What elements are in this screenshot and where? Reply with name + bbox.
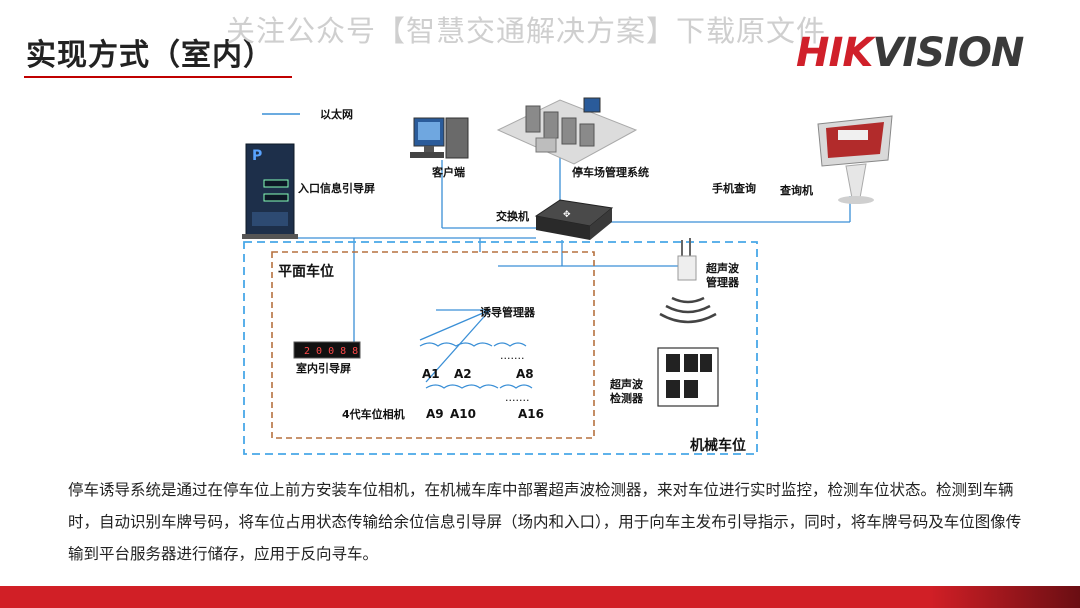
server-room-icon: [496, 97, 638, 165]
switch-icon: ✥: [534, 199, 614, 240]
ultrasonic-manager-label-2: 管理器: [706, 276, 739, 289]
footer-bar: [0, 586, 1080, 608]
mechanical-parking-zone: [243, 241, 758, 455]
wireless-signal-icon: [659, 296, 717, 324]
guidance-manager-label: 诱导管理器: [480, 306, 535, 319]
indoor-screen-icon: 2 0 0 8 8: [293, 341, 361, 359]
space-a1: A1: [422, 367, 440, 381]
svg-text:✥: ✥: [563, 210, 571, 220]
logo-primary: HIK: [796, 30, 873, 76]
parking-camera-row-bottom: [425, 384, 533, 389]
ultrasonic-detector-label-2: 检测器: [610, 392, 643, 405]
entrance-screen-icon: P: [242, 143, 298, 239]
ellipsis-bottom: .......: [505, 391, 530, 404]
network-diagram: P ✥ 2 0 0 8 8: [242, 97, 893, 455]
space-a8: A8: [516, 367, 534, 381]
indoor-screen-label: 室内引导屏: [296, 362, 351, 375]
page-title: 实现方式（室内）: [26, 38, 274, 73]
indoor-screen-digits: 2 0 0 8 8: [304, 346, 358, 357]
parking-camera-row-top: [419, 342, 527, 347]
footer-shade: [930, 586, 1080, 608]
space-a10: A10: [450, 407, 476, 421]
description-text: 停车诱导系统是通过在停车位上前方安装车位相机，在机械车库中部署超声波检测器，来对…: [68, 481, 1022, 563]
flat-parking-label: 平面车位: [278, 264, 334, 280]
space-a9: A9: [426, 407, 444, 421]
camera-label: 4代车位相机: [342, 408, 405, 421]
ultrasonic-manager-icon: [677, 238, 697, 281]
ultrasonic-manager-label-1: 超声波: [706, 262, 739, 275]
space-a2: A2: [454, 367, 472, 381]
space-a16: A16: [518, 407, 544, 421]
client-label: 客户端: [432, 166, 465, 179]
mechanical-parking-label: 机械车位: [690, 438, 746, 454]
switch-label: 交换机: [496, 210, 529, 223]
title-underline: [24, 76, 292, 78]
svg-text:P: P: [252, 148, 262, 164]
ultrasonic-detector-label-1: 超声波: [610, 378, 643, 391]
ultrasonic-detector-icon: [657, 347, 719, 407]
watermark: 关注公众号【智慧交通解决方案】下载原文件: [226, 14, 827, 48]
entrance-screen-label: 入口信息引导屏: [298, 182, 375, 195]
flat-parking-zone: [271, 251, 595, 439]
ellipsis-top: .......: [500, 349, 525, 362]
kiosk-icon: [817, 115, 893, 204]
kiosk-label: 查询机: [780, 184, 813, 197]
hikvision-logo: HIKVISION: [796, 30, 1024, 76]
logo-secondary: VISION: [872, 30, 1024, 76]
parking-system-label: 停车场管理系统: [572, 166, 649, 179]
legend-ethernet-label: 以太网: [320, 108, 353, 121]
client-computer-icon: [410, 117, 469, 159]
phone-query-label: 手机查询: [712, 182, 756, 195]
